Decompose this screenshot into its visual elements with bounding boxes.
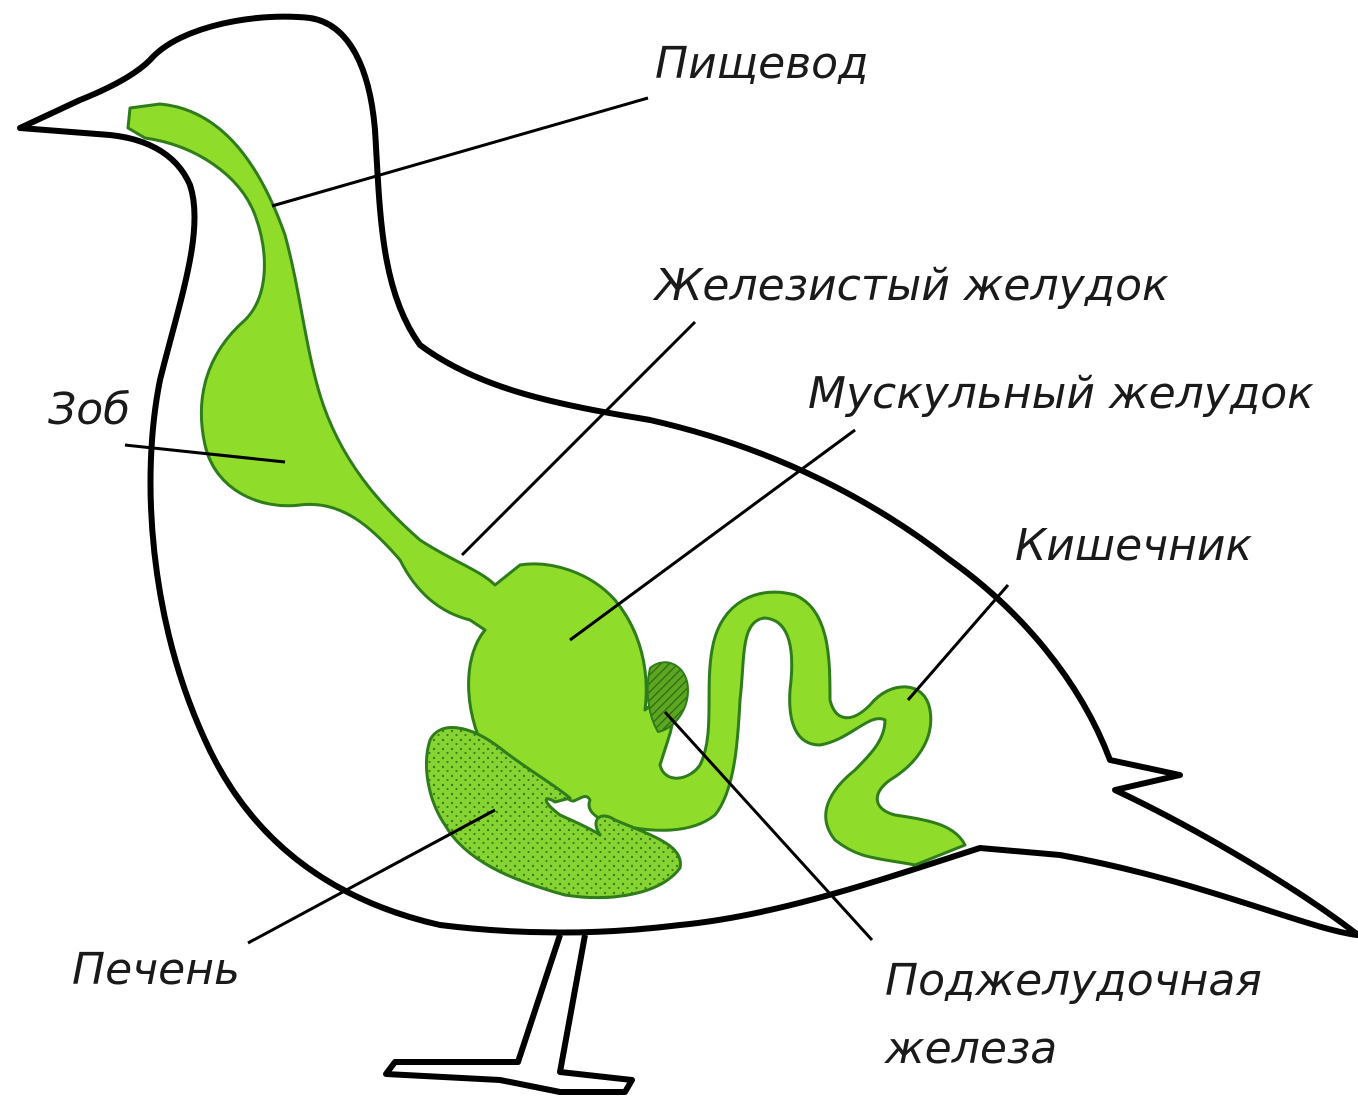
label-crop: Зоб [48, 384, 130, 435]
label-intestine: Кишечник [1015, 520, 1253, 571]
label-gizzard: Мускульный желудок [808, 368, 1314, 419]
label-pancreas-line2: железа [884, 1023, 1057, 1074]
label-proventriculus: Железистый желудок [652, 260, 1169, 311]
label-esophagus: Пищевод [655, 38, 868, 89]
bird-legs [386, 935, 632, 1092]
label-pancreas-line1: Поджелудочная [885, 955, 1262, 1006]
label-liver: Печень [72, 944, 240, 995]
